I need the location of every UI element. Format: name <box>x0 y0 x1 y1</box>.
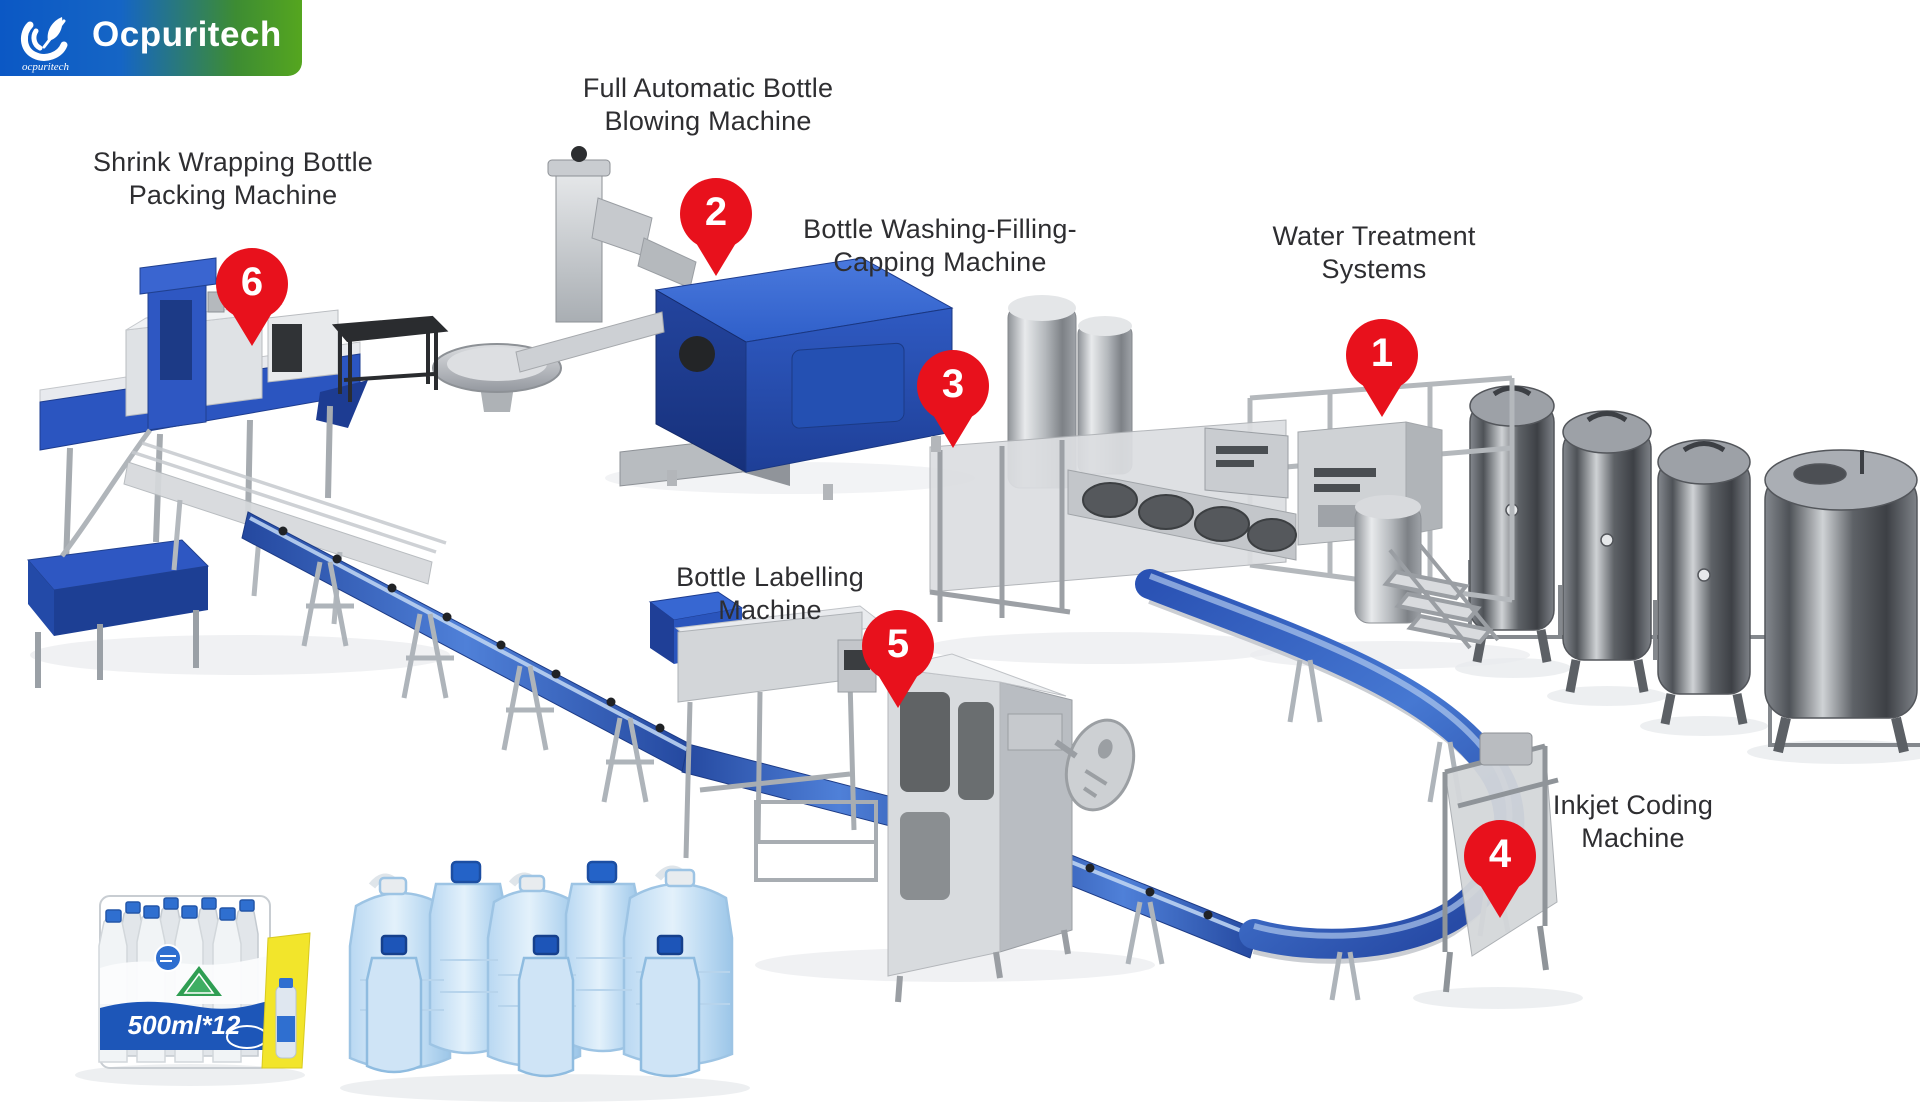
tank-4 <box>1764 449 1918 754</box>
marker-1-water-treatment-icon: 1 <box>1346 319 1418 391</box>
marker-6-shrink-wrapping-icon: 6 <box>216 248 288 320</box>
logo-leaf <box>47 17 63 41</box>
logo-swirl <box>21 21 68 61</box>
storage-tanks <box>1450 385 1920 754</box>
shrink-wrapping-machine <box>27 257 449 688</box>
brand-name: Ocpuritech <box>92 15 282 54</box>
brand-subtext: ocpuritech <box>22 61 70 73</box>
tank-2 <box>1562 410 1652 693</box>
pack-size-text: 500ml*12 <box>128 1010 241 1040</box>
brand-logo: ocpuritech <box>12 3 82 73</box>
filling-machine <box>619 295 1297 622</box>
bottle-blowing-machine <box>547 146 954 500</box>
marker-3-filling-capping-icon: 3 <box>917 350 989 422</box>
bottle-pack: 500ml*12 <box>98 895 311 1069</box>
brand-banner: ocpuritech Ocpuritech <box>0 0 302 76</box>
rotary-table <box>432 311 665 412</box>
marker-5-bottle-labelling-icon: 5 <box>862 610 934 682</box>
labelling-machine <box>648 591 1136 1003</box>
label-washing-filling-capping: Bottle Washing-Filling-Capping Machine <box>803 214 1077 277</box>
marker-4-inkjet-coding-icon: 4 <box>1464 820 1536 892</box>
bottles-group <box>348 860 734 1078</box>
marker-2-bottle-blowing-icon: 2 <box>680 178 752 250</box>
tank-3 <box>1657 439 1751 725</box>
